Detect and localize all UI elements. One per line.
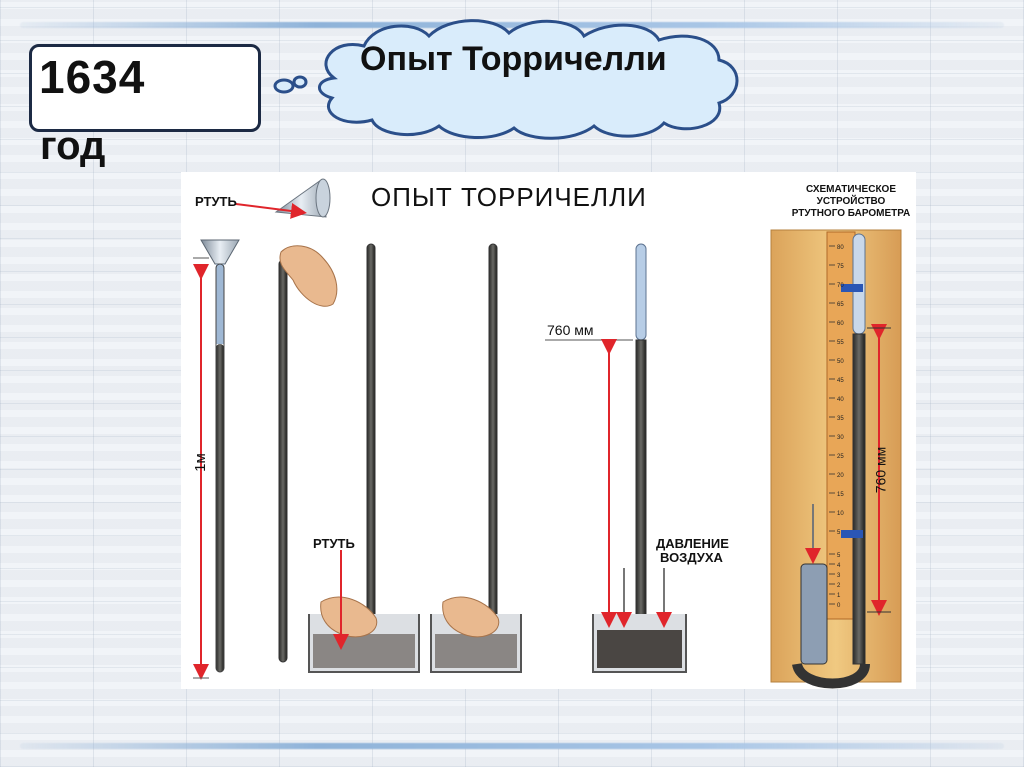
air-pressure-label-line2: ВОЗДУХА — [660, 550, 723, 565]
scale-bottom-label: 3 — [837, 573, 841, 579]
scale-top-label: 55 — [837, 340, 844, 346]
barometer-scale-top: 80 75 70 65 60 55 50 45 40 35 30 25 20 15 10 5 — [829, 245, 844, 536]
bottom-decorative-line — [20, 743, 1004, 749]
scale-bottom-label: 5 — [837, 553, 841, 559]
title-cloud — [273, 19, 739, 140]
scale-bottom-label: 2 — [837, 583, 841, 589]
scale-top-label: 10 — [837, 511, 844, 517]
barometer-title-line1: СХЕМАТИЧЕСКОЕ — [806, 184, 896, 195]
one-meter-label: 1м — [191, 453, 209, 472]
scale-bottom-label: 0 — [837, 603, 841, 609]
scale-bottom-label: 4 — [837, 563, 841, 569]
scale-top-label: 20 — [837, 473, 844, 479]
height-760-label: 760 мм — [547, 322, 594, 338]
top-decorative-line — [20, 22, 1004, 28]
year-word: год — [40, 124, 106, 168]
barometer-760-label: 760 мм — [872, 446, 889, 494]
slide-title: Опыт Торричелли — [360, 40, 667, 78]
mercury-top-label: РТУТЬ — [195, 194, 237, 209]
tube-760mm — [592, 243, 687, 673]
scale-top-label: 70 — [837, 283, 844, 289]
barometer-title: СХЕМАТИЧЕСКОЕ УСТРОЙСТВО РТУТНОГО БАРОМЕ… — [776, 184, 926, 220]
scale-top-label: 80 — [837, 245, 844, 251]
scale-top-label: 60 — [837, 321, 844, 327]
mercury-top-arrow — [235, 203, 307, 219]
tube-in-bath-2 — [430, 243, 522, 673]
scale-top-label: 15 — [837, 492, 844, 498]
year-number: 1634 — [39, 51, 146, 103]
figure-title: ОПЫТ ТОРРИЧЕЛЛИ — [371, 182, 647, 212]
barometer-board — [770, 229, 902, 689]
scale-top-label: 5 — [837, 530, 841, 536]
tube-held-by-hand — [278, 245, 338, 663]
scale-top-label: 45 — [837, 378, 844, 384]
scale-top-label: 50 — [837, 359, 844, 365]
air-pressure-label-line1: ДАВЛЕНИЕ — [656, 536, 729, 551]
barometer-title-line3: РТУТНОГО БАРОМЕТРА — [791, 208, 911, 219]
year-box — [29, 44, 261, 132]
tube-with-funnel — [200, 239, 240, 673]
scale-bottom-label: 1 — [837, 593, 841, 599]
scale-top-label: 25 — [837, 454, 844, 460]
scale-top-label: 35 — [837, 416, 844, 422]
barometer-scale-bottom: 5 4 3 2 1 0 — [829, 553, 841, 609]
scale-top-label: 75 — [837, 264, 844, 270]
mercury-bottom-label: РТУТЬ — [313, 536, 355, 551]
scale-top-label: 30 — [837, 435, 844, 441]
scale-top-label: 40 — [837, 397, 844, 403]
mercury-flask — [274, 178, 331, 218]
scale-top-label: 65 — [837, 302, 844, 308]
tube-in-bath-1 — [308, 243, 420, 673]
barometer-title-line2: УСТРОЙСТВО — [816, 196, 886, 207]
